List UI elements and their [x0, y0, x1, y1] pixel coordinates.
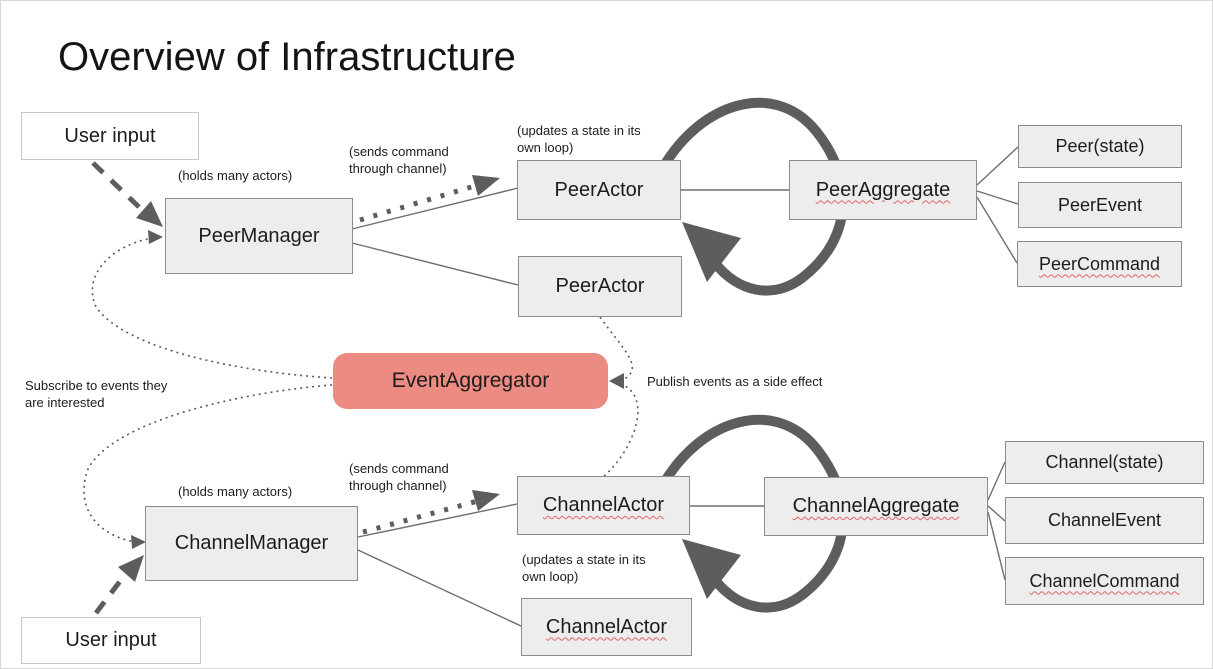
- node-channel-manager: ChannelManager: [145, 506, 358, 581]
- node-channel-actor-2: ChannelActor: [521, 598, 692, 656]
- note-sends-command-top: (sends command through channel): [349, 144, 449, 176]
- node-channel-command-label: ChannelCommand: [1029, 570, 1180, 591]
- node-peer-event-label: PeerEvent: [1057, 194, 1143, 215]
- node-channel-state: Channel(state): [1005, 441, 1204, 484]
- node-channel-actor-2-label: ChannelActor: [545, 615, 668, 638]
- user-input-bottom-arrowhead: [118, 555, 144, 582]
- note-sends-command-bottom: (sends command through channel): [349, 461, 449, 493]
- send-command-top-arrowhead: [472, 175, 500, 196]
- node-channel-event-label: ChannelEvent: [1047, 510, 1162, 530]
- user-input-top-arrowhead: [136, 201, 163, 227]
- node-peer-aggregate-label: PeerAggregate: [815, 178, 951, 201]
- send-command-bottom-arrowhead: [472, 490, 500, 511]
- node-user-input-top-label: User input: [64, 124, 156, 147]
- node-channel-command: ChannelCommand: [1005, 557, 1204, 605]
- peer-loop-arrowhead: [682, 222, 741, 282]
- node-peer-actor-1-label: PeerActor: [554, 178, 644, 201]
- node-channel-actor-1: ChannelActor: [517, 476, 690, 535]
- solid-connector-lines: [351, 146, 1019, 627]
- note-holds-many-actors-bottom: (holds many actors): [178, 484, 293, 499]
- node-peer-actor-2-label: PeerActor: [555, 275, 645, 297]
- node-event-aggregator: EventAggregator: [333, 353, 608, 409]
- node-peer-event: PeerEvent: [1018, 182, 1182, 228]
- publish-event-aggregator-arrowhead: [609, 373, 624, 389]
- publish-dotted-curves: [599, 316, 639, 477]
- node-peer-manager-label: PeerManager: [198, 224, 320, 247]
- node-peer-manager: PeerManager: [165, 198, 353, 274]
- page-title: Overview of Infrastructure: [58, 35, 516, 79]
- node-channel-manager-label: ChannelManager: [174, 532, 329, 554]
- node-user-input-bottom: User input: [21, 617, 201, 664]
- node-event-aggregator-label: EventAggregator: [391, 369, 550, 392]
- node-peer-state: Peer(state): [1018, 125, 1182, 168]
- note-publish: Publish events as a side effect: [647, 374, 823, 389]
- node-channel-actor-1-label: ChannelActor: [542, 494, 665, 516]
- channel-loop-arrowhead: [682, 539, 741, 599]
- node-channel-aggregate: ChannelAggregate: [764, 477, 988, 536]
- node-peer-command: PeerCommand: [1017, 241, 1182, 287]
- subscribe-peer-manager-arrowhead: [148, 230, 163, 244]
- note-holds-many-actors-top: (holds many actors): [178, 168, 293, 183]
- node-channel-state-label: Channel(state): [1045, 452, 1164, 472]
- node-peer-command-label: PeerCommand: [1038, 253, 1161, 274]
- subscribe-dotted-curves: [83, 237, 333, 543]
- note-updates-state-top: (updates a state in its own loop): [517, 123, 641, 155]
- note-updates-state-bottom: (updates a state in its own loop): [522, 552, 646, 584]
- node-channel-event: ChannelEvent: [1005, 497, 1204, 544]
- send-command-dotted-arrows: [359, 182, 479, 535]
- node-user-input-top: User input: [21, 112, 199, 160]
- note-subscribe: Subscribe to events they are interested: [25, 378, 168, 410]
- node-channel-aggregate-label: ChannelAggregate: [792, 495, 960, 517]
- node-peer-actor-1: PeerActor: [517, 160, 681, 220]
- subscribe-channel-manager-arrowhead: [131, 535, 146, 549]
- node-user-input-bottom-label: User input: [65, 629, 157, 651]
- node-peer-aggregate: PeerAggregate: [789, 160, 977, 220]
- node-peer-state-label: Peer(state): [1055, 136, 1145, 156]
- node-peer-actor-2: PeerActor: [518, 256, 682, 317]
- user-input-dashed-arrows: [91, 161, 141, 615]
